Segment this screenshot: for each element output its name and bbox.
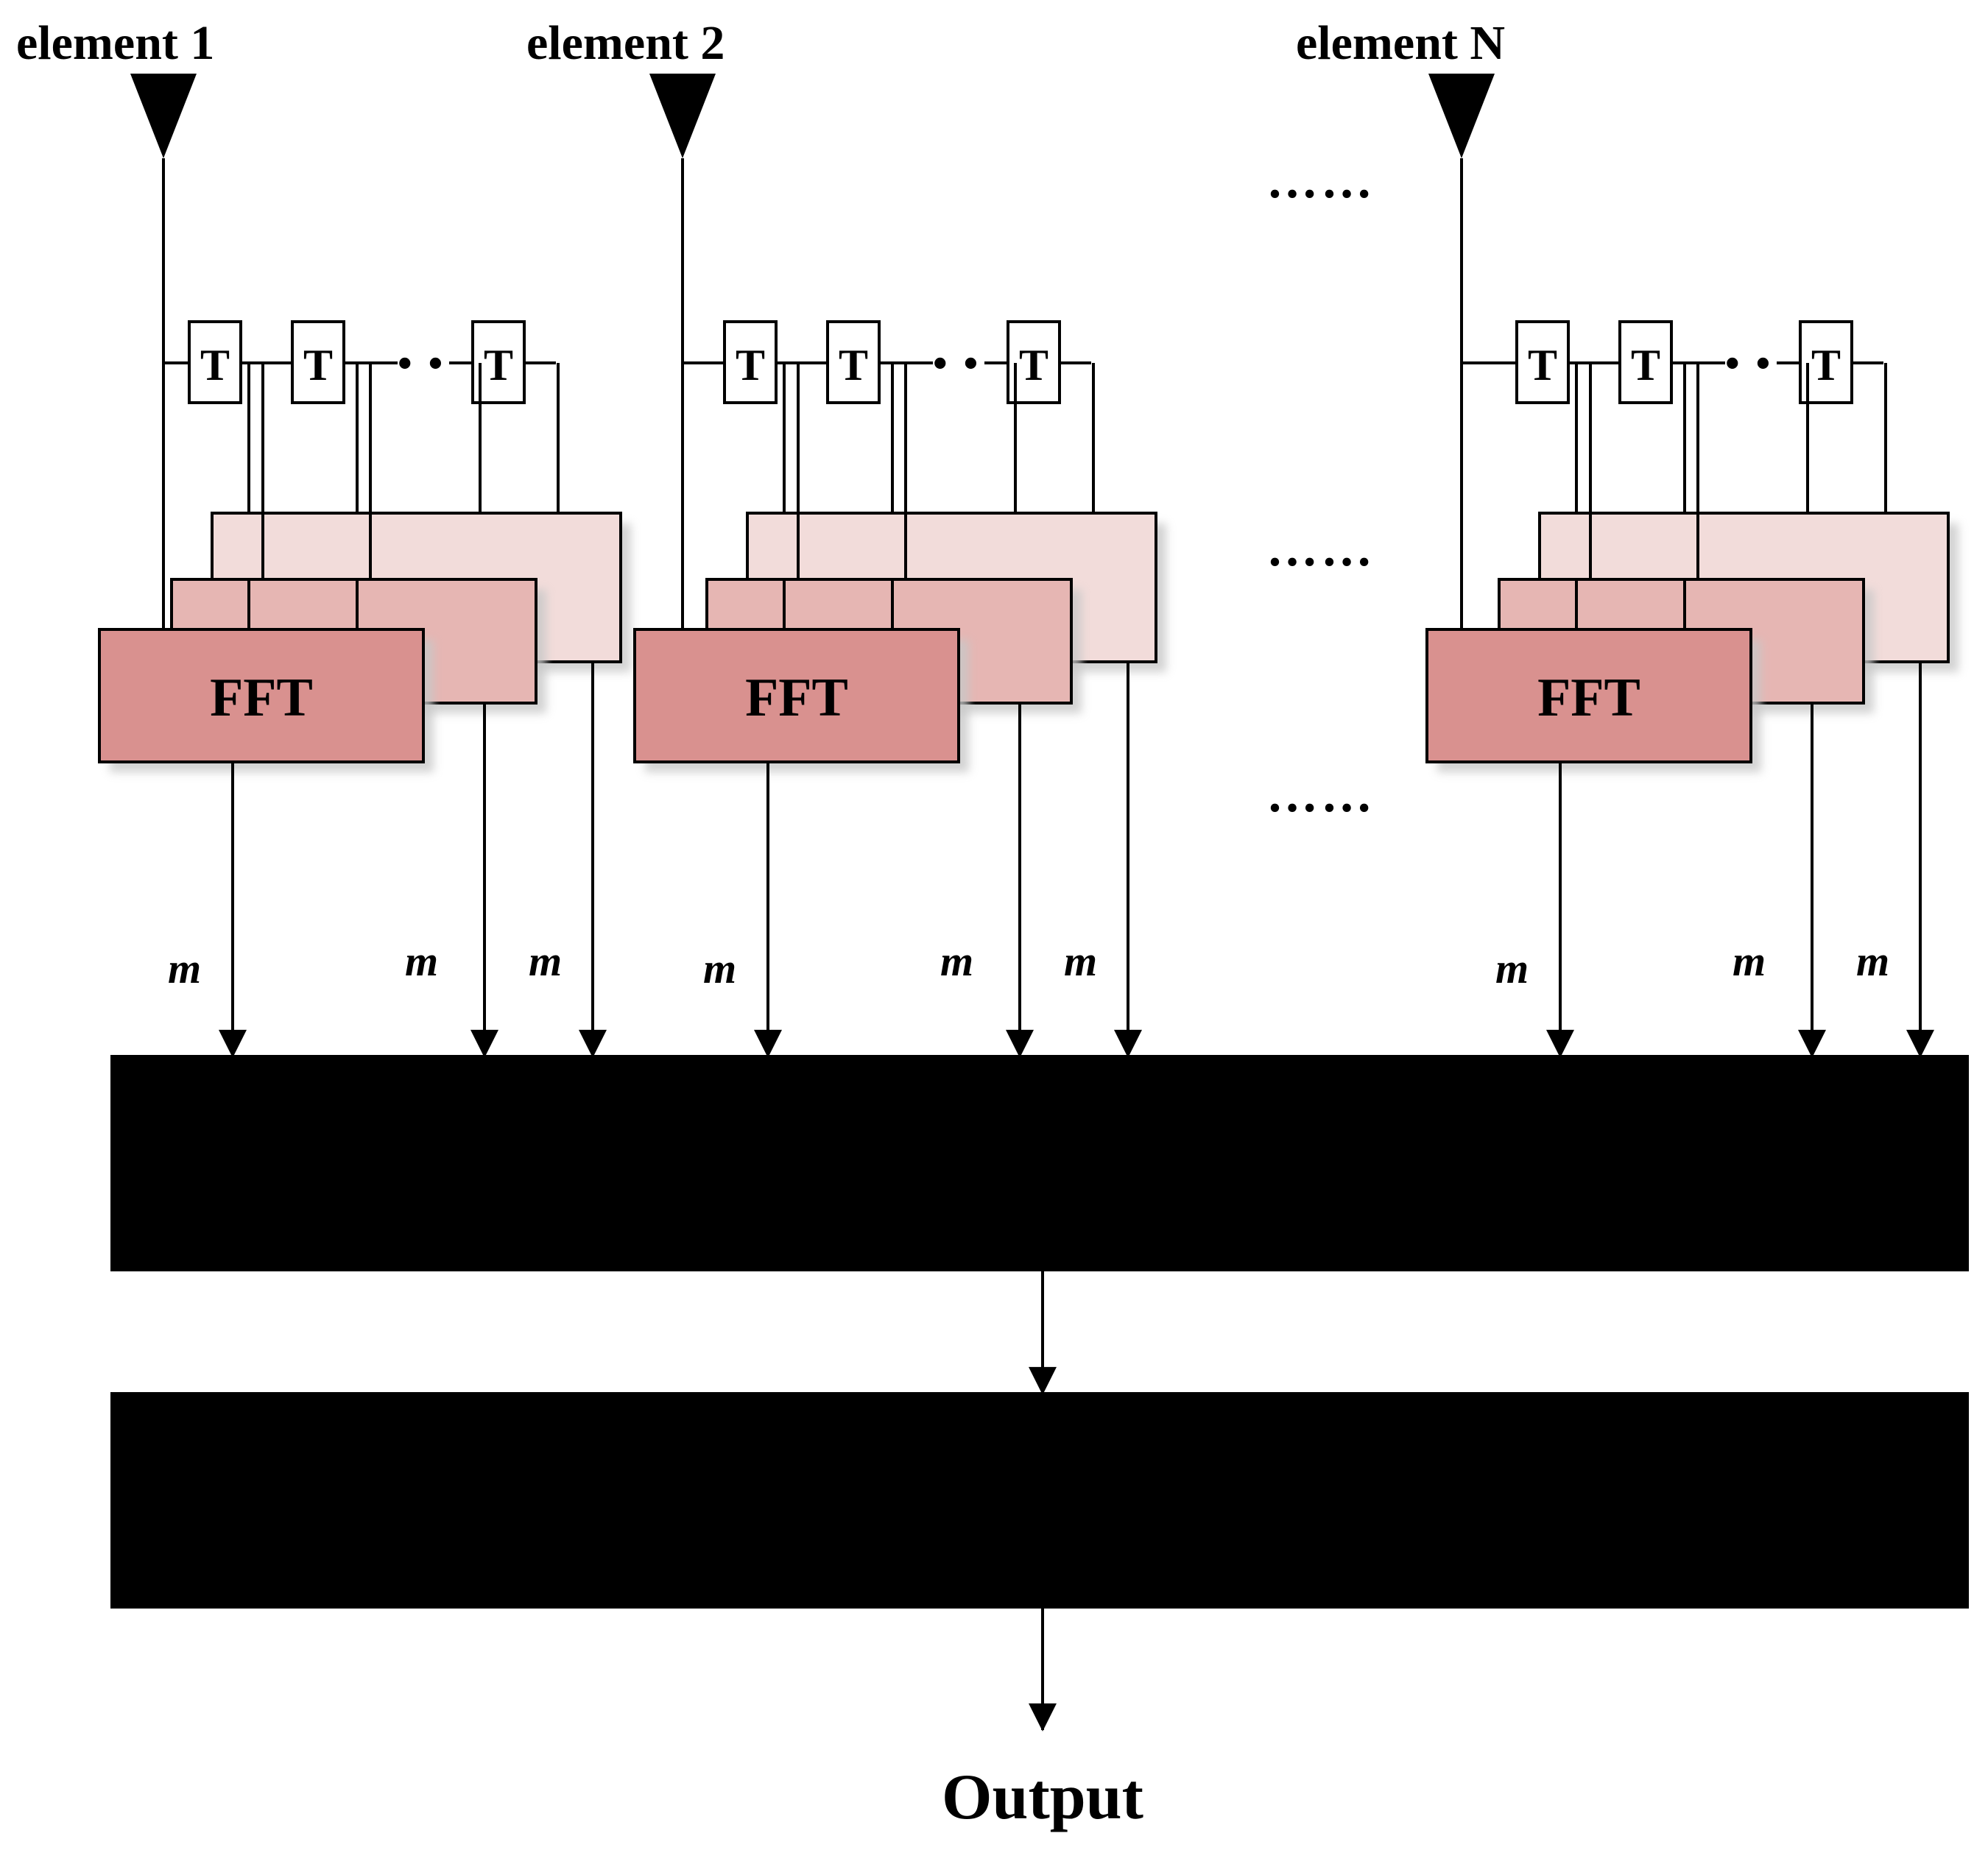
frequency-bin-label: m: [405, 937, 438, 985]
element-label: element N: [1296, 16, 1505, 70]
delay-t-label: T: [200, 341, 230, 389]
delay-t-label: T: [484, 341, 513, 389]
frequency-bin-label: m: [703, 945, 736, 992]
element-label: element 2: [526, 16, 725, 70]
delay-t-label: T: [1019, 341, 1048, 389]
element-column-1: element 1 T T T • • FFT m m m: [16, 16, 631, 1058]
antenna-icon: [649, 74, 716, 158]
frequency-bin-label: m: [1064, 937, 1097, 985]
delay-t-label: T: [1631, 341, 1660, 389]
fft-label: FFT: [1537, 668, 1640, 728]
delay-t-box: [1515, 320, 1570, 404]
delay-t-box: [188, 320, 242, 404]
element-label: element 1: [16, 16, 214, 70]
delay-t-label: T: [1528, 341, 1557, 389]
fft-block-front: [1425, 628, 1752, 763]
delay-t-label: T: [303, 341, 333, 389]
frequency-bin-label: m: [529, 937, 562, 985]
delay-t-label: T: [1811, 341, 1841, 389]
delay-dots: • •: [1725, 341, 1773, 386]
delay-t-box: [291, 320, 345, 404]
delay-t-label: T: [736, 341, 765, 389]
stap-block: [110, 1392, 1969, 1609]
frequency-bin-label: m: [168, 945, 201, 992]
fft-block-front: [633, 628, 960, 763]
delay-t-box: [723, 320, 778, 404]
delay-t-box: [826, 320, 881, 404]
delay-t-label: T: [839, 341, 868, 389]
delay-t-box: [1618, 320, 1673, 404]
element-columns: element 1 T T T • • FFT m m m element 2 T T T • • FFT m…: [16, 16, 1959, 1058]
fft-ellipsis-upper: ……: [1266, 520, 1375, 577]
frequency-bin-label: m: [1733, 937, 1766, 985]
fft-label: FFT: [745, 668, 848, 728]
r-tilde-subscript: m: [1314, 1168, 1342, 1210]
stap-label: Space-time adaptive processing: [629, 1466, 1456, 1534]
delay-dots: • •: [933, 341, 981, 386]
fft-label: FFT: [210, 668, 313, 728]
r-tilde-symbol: R̃: [1270, 1130, 1316, 1201]
fft-ellipsis-lower: ……: [1266, 766, 1375, 823]
antenna-icon: [130, 74, 197, 158]
frequency-bin-label: m: [940, 937, 973, 985]
element-column-2: element 2 T T T • • FFT m m m: [526, 16, 1166, 1058]
delay-dots: • •: [398, 341, 445, 386]
delay-t-box: [1799, 320, 1853, 404]
fft-block-front: [98, 628, 425, 763]
calm-sbl-block: [110, 1055, 1969, 1271]
antenna-ellipsis: ……: [1266, 152, 1375, 209]
calm-sbl-label: CALM-SBL: [854, 1130, 1188, 1201]
output-label: Output: [942, 1762, 1143, 1833]
frequency-bin-label: m: [1856, 937, 1889, 985]
antenna-icon: [1428, 74, 1495, 158]
element-column-3: element N T T T • • FFT m m m: [1296, 16, 1959, 1058]
frequency-bin-label: m: [1495, 945, 1529, 992]
